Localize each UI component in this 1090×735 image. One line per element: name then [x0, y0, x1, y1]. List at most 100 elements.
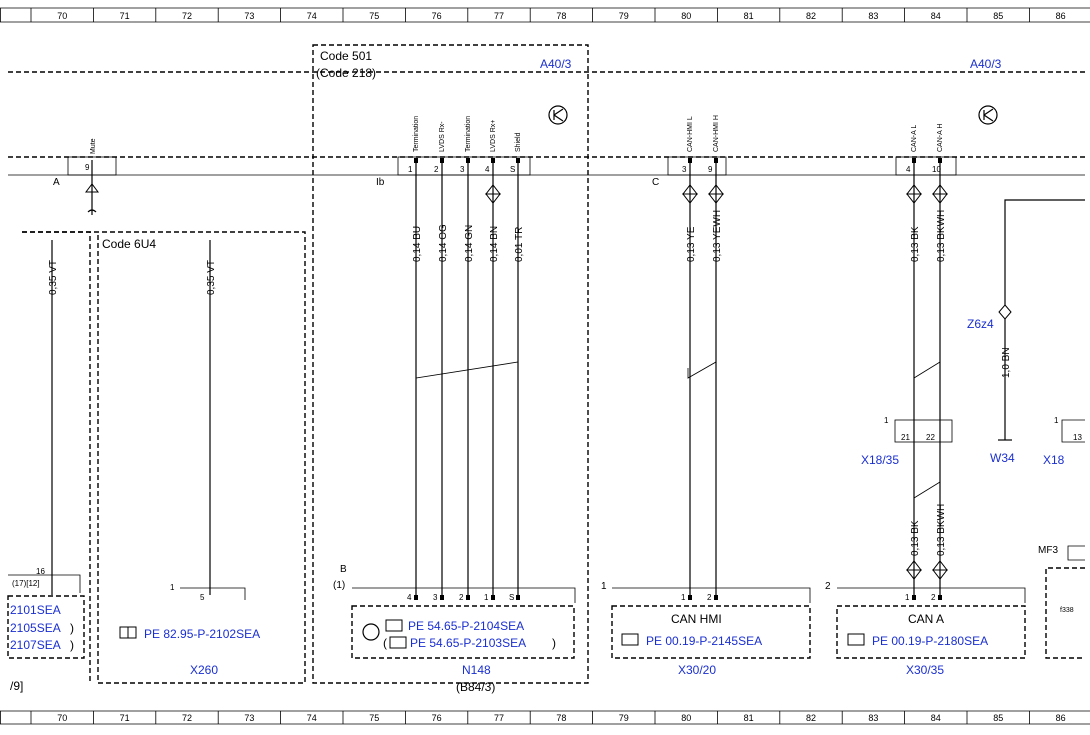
book-ref-icon: [385, 619, 403, 632]
pin-label: 4: [485, 165, 490, 174]
n148-id[interactable]: N148: [462, 663, 491, 677]
wire-label: 0,14 GN: [464, 225, 475, 262]
ruler-label: 82: [806, 713, 816, 723]
plug-icon: [931, 184, 949, 204]
wire-label: 0,13 BKWH: [936, 504, 947, 556]
can-hmi-box: [611, 605, 811, 659]
x18-section: 1 13 X18: [1043, 416, 1085, 467]
wire-label: 0,13 BK: [910, 520, 921, 556]
left-ref-1[interactable]: 2101SEA: [10, 603, 61, 617]
can-hmi-label: CAN HMI: [671, 612, 722, 626]
x260-ref[interactable]: PE 82.95-P-2102SEA: [144, 627, 260, 641]
svg-text:1: 1: [884, 416, 889, 425]
ruler-label: 75: [369, 11, 379, 21]
plug-icon: [681, 184, 699, 204]
svg-text:1: 1: [1054, 416, 1059, 425]
pin-label: 3: [682, 165, 687, 174]
pin-terminal: [491, 158, 495, 163]
n148-ref-2[interactable]: PE 54.65-P-2103SEA: [410, 636, 526, 650]
svg-text:C: C: [652, 177, 659, 188]
pin-terminal: [440, 158, 444, 163]
ruler-label: 77: [494, 713, 504, 723]
pin-terminal: [516, 595, 520, 600]
pin-terminal: [912, 158, 916, 163]
left-ref-2[interactable]: 2105SEA: [10, 621, 61, 635]
wire-label: 0,13 YE: [686, 226, 697, 262]
left-pin: 16: [36, 567, 45, 576]
svg-text:1: 1: [170, 583, 175, 592]
left-pins-alt: (17)[12]: [12, 579, 40, 588]
pin-label: S: [509, 593, 514, 602]
ruler-label: 71: [120, 11, 130, 21]
svg-text:1,0 BN: 1,0 BN: [1001, 347, 1012, 378]
can-a-ref[interactable]: PE 00.19-P-2180SEA: [872, 634, 988, 648]
ruler-label: 86: [1056, 713, 1066, 723]
book-ref-icon: [389, 636, 407, 649]
can-a-id[interactable]: X30/35: [906, 663, 944, 677]
can-hmi-id[interactable]: X30/20: [678, 663, 716, 677]
can-hmi-ref[interactable]: PE 00.19-P-2145SEA: [646, 634, 762, 648]
mute-pin: 9: [85, 163, 90, 172]
ruler-label: 72: [182, 11, 192, 21]
n148-ref-1[interactable]: PE 54.65-P-2104SEA: [408, 619, 524, 633]
pin-terminal: [912, 595, 916, 600]
bus-label-right[interactable]: A40/3: [970, 57, 1002, 71]
book-ref-icon: [847, 633, 865, 646]
x18-id[interactable]: X18: [1043, 453, 1065, 467]
svg-text:f338: f338: [1060, 607, 1074, 614]
book-ref-icon: [119, 626, 137, 639]
svg-text:13: 13: [1073, 433, 1082, 442]
mute-section: 9 Mute A: [53, 138, 117, 215]
svg-text:B: B: [340, 564, 347, 575]
transistor-icon: [978, 105, 998, 125]
vt-wire-left-label: 0,35 VT: [48, 260, 59, 295]
code-6u4-box: [22, 231, 306, 684]
pin-label: 2: [434, 165, 439, 174]
signal-label: CAN-A H: [937, 124, 944, 152]
z6z4-id[interactable]: Z6z4: [967, 317, 994, 331]
x260-id[interactable]: X260: [190, 663, 218, 677]
ruler-label: 80: [681, 11, 691, 21]
pin-label: 2: [707, 593, 712, 602]
svg-text:(1): (1): [333, 580, 345, 591]
wire-label: 0,14 OG: [438, 224, 449, 262]
can-a-label: CAN A: [908, 612, 944, 626]
x18-35-id[interactable]: X18/35: [861, 453, 899, 467]
pin-terminal: [688, 158, 692, 163]
x260-connector: 1 5 PE 82.95-P-2102SEA X260: [119, 583, 260, 677]
code-501-box: [312, 44, 589, 684]
pin-label: 2: [931, 593, 936, 602]
ruler-label: 79: [619, 713, 629, 723]
signal-label: Termination: [465, 116, 472, 152]
pin-terminal: [466, 595, 470, 600]
svg-text:): ): [552, 636, 556, 650]
left-connector: 16 (17)[12] 2101SEA 2105SEA ) 2107SEA ) …: [7, 567, 85, 693]
left-edge-label: /9]: [10, 679, 23, 693]
pin-terminal: [440, 595, 444, 600]
plug-icon: [707, 184, 725, 204]
ruler-label: 79: [619, 11, 629, 21]
mute-conn: A: [53, 177, 60, 188]
mute-signal: Mute: [90, 138, 97, 154]
ruler-label: 76: [432, 713, 442, 723]
left-ref-3[interactable]: 2107SEA: [10, 638, 61, 652]
svg-text:5: 5: [200, 593, 205, 602]
ruler-label: 73: [244, 11, 254, 21]
pin-label: S: [510, 165, 515, 174]
w34-id[interactable]: W34: [990, 451, 1015, 465]
signal-label: Termination: [413, 116, 420, 152]
ruler-label: 81: [744, 11, 754, 21]
pin-label: 2: [459, 593, 464, 602]
pin-terminal: [516, 158, 520, 163]
bus-label-left[interactable]: A40/3: [540, 57, 572, 71]
ruler-label: 74: [307, 713, 317, 723]
pin-label: 10: [932, 165, 941, 174]
ruler-label: 83: [868, 713, 878, 723]
left-dash-box: [22, 231, 91, 683]
pin-terminal: [466, 158, 470, 163]
signal-label: LVDS Rx-: [439, 121, 446, 152]
x18-35-box: [894, 419, 953, 443]
